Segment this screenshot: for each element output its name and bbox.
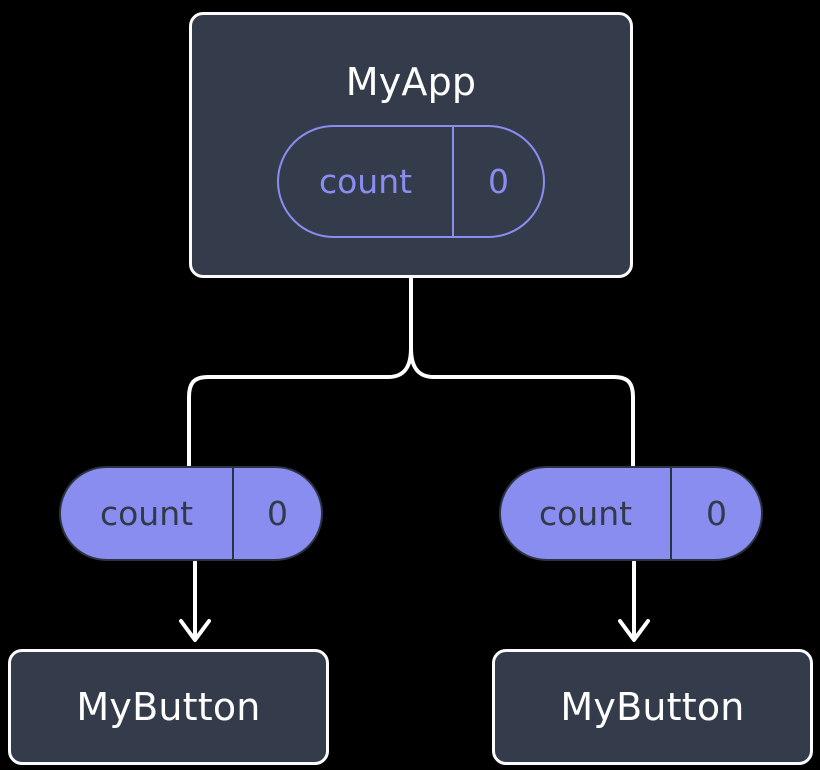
component-node-mybutton-left[interactable]: MyButton	[8, 649, 329, 765]
state-pill-key: count	[318, 162, 413, 201]
arrow-head-left	[179, 619, 211, 642]
prop-pill-key: count	[538, 494, 633, 533]
component-title-mybutton: MyButton	[560, 685, 745, 729]
component-title-mybutton: MyButton	[76, 685, 261, 729]
prop-pill-key: count	[99, 494, 194, 533]
prop-pill-value: 0	[670, 468, 761, 559]
branch-connector-left	[187, 346, 413, 469]
prop-pill-count-right[interactable]: count 0	[499, 466, 763, 561]
arrow-head-right	[618, 619, 650, 642]
component-node-mybutton-right[interactable]: MyButton	[492, 649, 813, 765]
component-title-myapp: MyApp	[345, 60, 477, 104]
prop-pill-value: 0	[232, 468, 321, 559]
state-pill-value: 0	[452, 127, 543, 236]
state-pill-count[interactable]: count 0	[277, 125, 545, 238]
prop-pill-count-left[interactable]: count 0	[59, 466, 323, 561]
branch-connector-right	[409, 276, 635, 469]
